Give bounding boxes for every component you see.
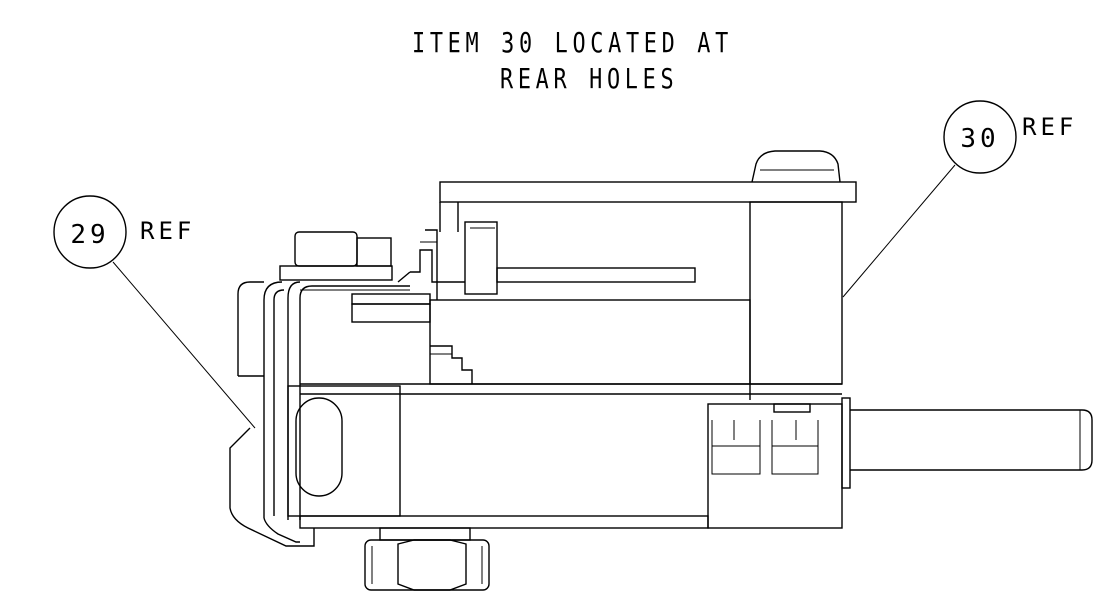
inner-body (300, 299, 842, 395)
note-line-1: ITEM 30 LOCATED AT (412, 26, 733, 59)
shaft-housing (707, 397, 851, 529)
callout-29-number: 29 (70, 220, 109, 250)
callout-29-leader (112, 261, 256, 429)
slotted-block (287, 385, 401, 517)
upper-bracket (439, 181, 857, 400)
callout-30-ref: REF (1022, 113, 1077, 141)
top-hex-nut (279, 231, 393, 281)
callout-30-number: 30 (960, 124, 999, 154)
top-bolt-head (751, 150, 841, 183)
callout-29-ref: REF (140, 217, 195, 245)
callout-30: 30 REF (842, 100, 1077, 298)
latch-arm (410, 221, 696, 300)
callout-29-bubble (53, 195, 127, 269)
pin-shaft (850, 409, 1093, 471)
bottom-knob (364, 527, 490, 591)
callout-30-bubble (943, 100, 1017, 174)
callout-29: 29 REF (53, 195, 256, 429)
callout-30-leader (842, 164, 956, 298)
left-side-plate (237, 281, 410, 520)
washer-stack (300, 271, 431, 323)
note-line-2: REAR HOLES (500, 62, 679, 95)
